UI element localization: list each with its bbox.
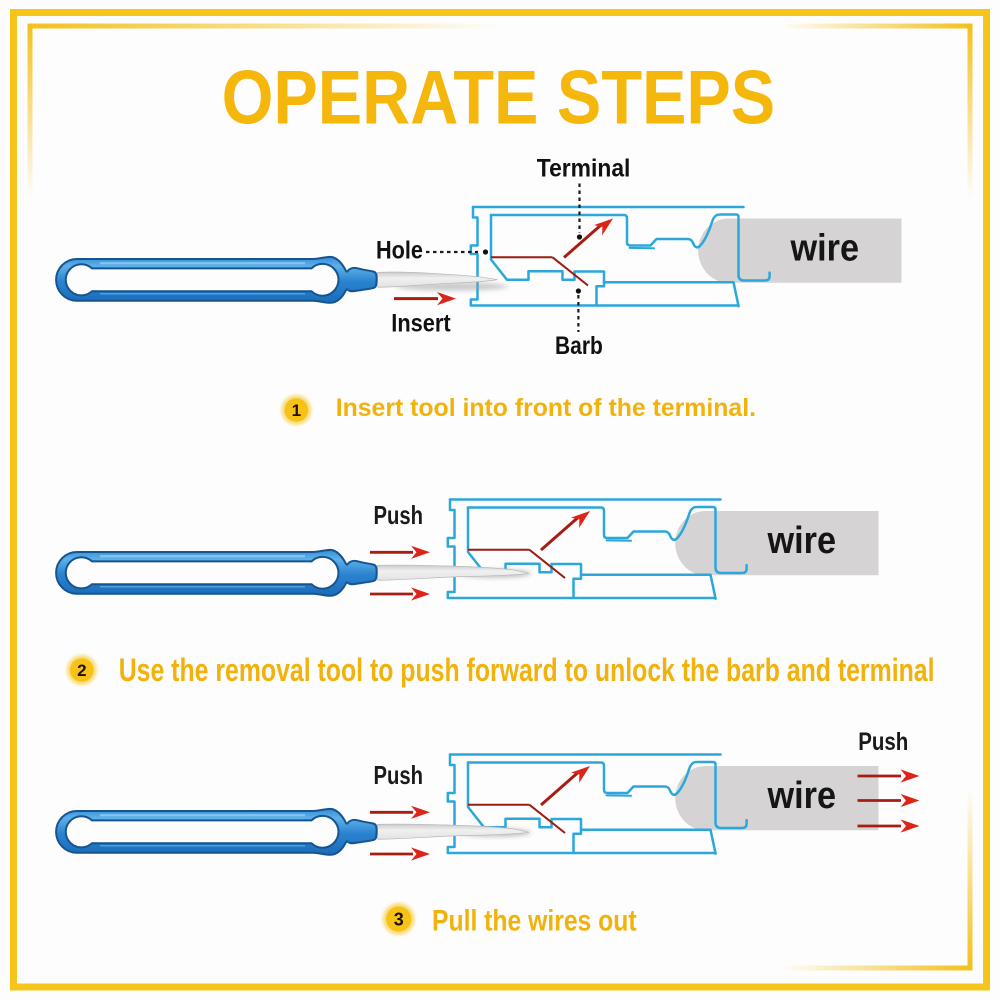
svg-text:Terminal: Terminal xyxy=(537,155,631,183)
svg-text:Barb: Barb xyxy=(555,332,603,360)
svg-text:1: 1 xyxy=(292,401,301,420)
svg-text:Insert tool into front of the: Insert tool into front of the terminal. xyxy=(336,394,756,422)
svg-text:Use the removal tool to push f: Use the removal tool to push forward to … xyxy=(119,652,935,688)
svg-text:OPERATE STEPS: OPERATE STEPS xyxy=(222,56,776,141)
svg-text:Push: Push xyxy=(858,728,908,756)
svg-text:Pull the wires out: Pull the wires out xyxy=(432,905,637,938)
svg-text:3: 3 xyxy=(394,910,404,930)
svg-text:Insert: Insert xyxy=(391,310,451,338)
svg-text:Hole: Hole xyxy=(376,237,423,265)
svg-text:2: 2 xyxy=(77,661,86,680)
